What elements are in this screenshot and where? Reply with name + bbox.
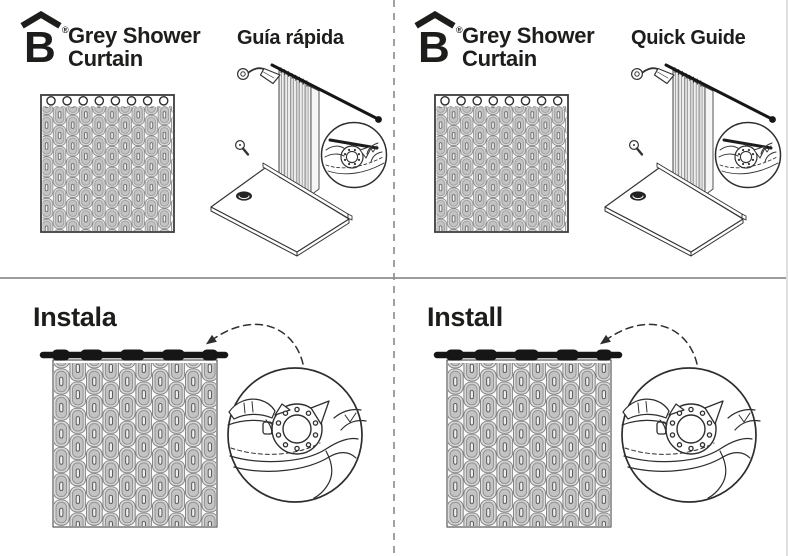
shower-scene-illustration xyxy=(594,55,784,265)
flat-curtain-illustration xyxy=(434,94,569,233)
registered-trademark: ® xyxy=(62,25,69,35)
panel-bottom-left: Instala xyxy=(0,278,394,556)
product-title: Grey Shower Curtain xyxy=(68,23,201,71)
panel-top-left: B ® Grey Shower Curtain Guía rápida xyxy=(0,0,394,278)
shower-scene-illustration xyxy=(200,55,390,265)
horizontal-divider xyxy=(0,277,786,279)
guide-heading-en: Quick Guide xyxy=(631,27,746,49)
panel-top-right: B ® Grey Shower Curtain Quick Guide xyxy=(394,0,788,278)
brand-letter: B xyxy=(24,23,56,72)
step-heading-en: Install xyxy=(427,302,503,332)
install-scene-illustration xyxy=(20,316,382,556)
flat-curtain-illustration xyxy=(40,94,175,233)
product-title: Grey Shower Curtain xyxy=(462,23,595,71)
brand-letter: B xyxy=(418,23,450,72)
guide-heading-es: Guía rápida xyxy=(237,27,344,49)
install-scene-illustration xyxy=(414,316,776,556)
panel-bottom-right: Install xyxy=(394,278,788,556)
brand-logo: B ® xyxy=(411,11,463,72)
step-heading-es: Instala xyxy=(33,302,117,332)
vertical-dashed-divider xyxy=(393,0,395,556)
brand-logo: B ® xyxy=(17,11,69,72)
registered-trademark: ® xyxy=(456,25,463,35)
